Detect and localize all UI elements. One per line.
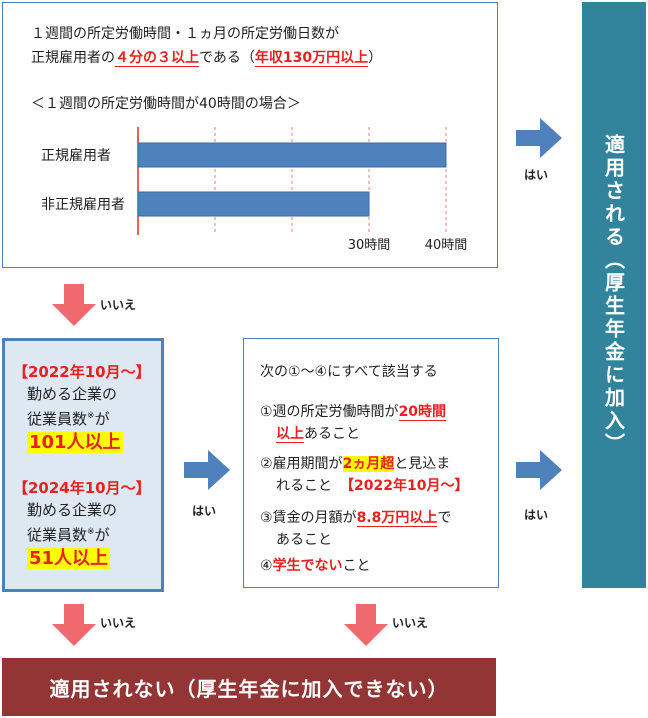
down-arrow-icon xyxy=(52,604,96,646)
company-2022-heading: 【2022年10月～】 xyxy=(13,363,151,381)
condition-3-line1: ③賃金の月額が8.8万円以上で xyxy=(260,510,452,527)
right-arrow-icon xyxy=(184,450,230,490)
chart-category-label: 正規雇用者 xyxy=(41,147,111,164)
hours-condition-line2: 正規雇用者の４分の３以上である（年収130万円以上） xyxy=(31,50,383,67)
condition-1-line2: 以上あること xyxy=(276,426,360,443)
company-2022-line2: 従業員数※が xyxy=(27,410,110,428)
chart-subheading: ＜１週間の所定労働時間が40時間の場合＞ xyxy=(31,96,301,112)
hours-condition-box: １週間の所定労働時間・１ヵ月の所定労働日数が 正規雇用者の４分の３以上である（年… xyxy=(2,2,498,268)
condition-4: ④学生でないこと xyxy=(260,558,371,574)
company-2024-threshold: 51人以上 xyxy=(27,548,111,569)
hours-condition-line1: １週間の所定労働時間・１ヵ月の所定労働日数が xyxy=(31,26,339,42)
chart-bar xyxy=(137,142,447,168)
chart-tick-label: 30時間 xyxy=(348,238,391,253)
not-applied-result-box: 適用されない（厚生年金に加入できない） xyxy=(2,658,496,716)
condition-1-line1: ①週の所定労働時間が20時間 xyxy=(260,404,447,421)
company-2024-line1: 勤める企業の xyxy=(27,501,118,519)
down-arrow-icon xyxy=(52,284,96,326)
company-2022-line1: 勤める企業の xyxy=(27,385,118,403)
no-label-conditions: いいえ xyxy=(392,616,429,630)
applied-result-box: 適用される（厚生年金に加入） xyxy=(582,2,646,588)
company-2024-heading: 【2024年10月～】 xyxy=(13,479,151,497)
right-arrow-icon xyxy=(516,118,562,158)
not-applied-result-label: 適用されない（厚生年金に加入できない） xyxy=(49,676,449,701)
condition-2-line2: れること【2022年10月～】 xyxy=(276,478,469,494)
conditions-box: 次の①～④にすべて該当する ①週の所定労働時間が20時間 以上あること ②雇用期… xyxy=(243,338,499,588)
yes-label-middle: はい xyxy=(192,504,217,518)
yes-label-bottom: はい xyxy=(524,508,549,522)
down-arrow-icon xyxy=(344,604,388,646)
right-arrow-icon xyxy=(516,450,562,490)
company-size-box: 【2022年10月～】 勤める企業の 従業員数※が 101人以上 【2024年1… xyxy=(2,338,164,592)
condition-3-line2: あること xyxy=(276,532,332,548)
condition-2-line1: ②雇用期間が2ヵ月超と見込ま xyxy=(260,456,451,472)
no-label-top: いいえ xyxy=(100,298,137,312)
yes-label-top: はい xyxy=(524,168,549,182)
chart-category-label: 非正規雇用者 xyxy=(41,196,125,213)
conditions-intro: 次の①～④にすべて該当する xyxy=(260,364,438,380)
applied-result-label: 適用される（厚生年金に加入） xyxy=(601,134,626,456)
no-label-company: いいえ xyxy=(100,616,137,630)
company-2024-line2: 従業員数※が xyxy=(27,526,110,544)
company-2022-threshold: 101人以上 xyxy=(27,432,123,453)
chart-tick-label: 40時間 xyxy=(425,238,468,253)
chart-bar xyxy=(137,191,370,217)
